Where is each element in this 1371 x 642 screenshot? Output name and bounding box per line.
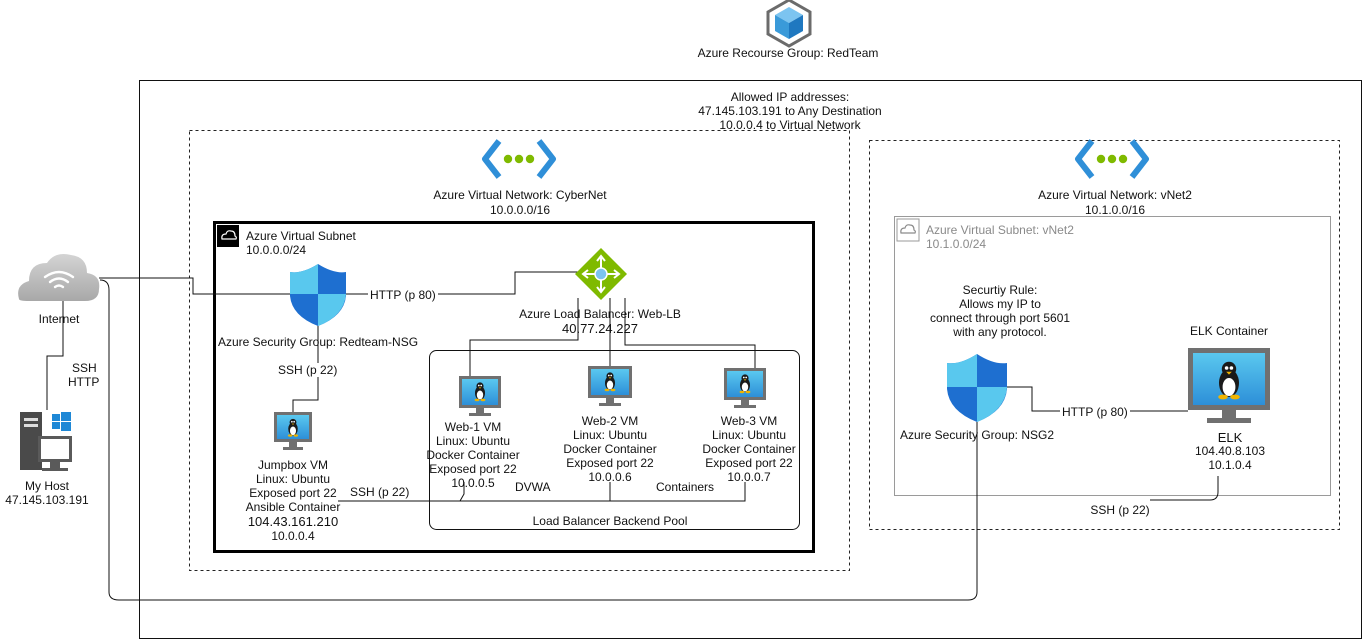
cloud-wifi-icon	[18, 254, 100, 301]
subnet-vnet2-name: Azure Virtual Subnet: vNet2	[926, 223, 1074, 237]
shield-redteam-nsg-icon	[290, 264, 346, 326]
my-host-label: My Host	[24, 479, 69, 493]
edge-http-lb: HTTP (p 80)	[368, 288, 438, 302]
pc-windows-icon	[20, 412, 72, 471]
security-rule-line: with any protocol.	[953, 325, 1047, 339]
subnet-cybernet-boundary	[213, 221, 815, 553]
web1-line: Linux: Ubuntu	[435, 434, 511, 448]
web3-line: Web-3 VM	[720, 414, 778, 428]
jumpbox-line: Ansible Container	[245, 500, 341, 514]
vnet-cybernet-icon	[482, 139, 556, 179]
web1-line: 10.0.0.5	[451, 476, 495, 490]
backend-pool-label: Load Balancer Backend Pool	[532, 514, 688, 528]
backend-pool-boundary	[429, 350, 800, 530]
edge-ssh-jumpbox-web: SSH (p 22)	[348, 485, 412, 499]
subnet-cybernet-name: Azure Virtual Subnet	[246, 229, 356, 243]
web2-line: 10.0.0.6	[588, 470, 632, 484]
vnet-vnet2-icon	[1075, 139, 1149, 179]
subnet-vnet2-cidr: 10.1.0.0/24	[926, 237, 987, 251]
vm-web3-icon	[724, 368, 766, 408]
vnet-cybernet-cidr: 10.0.0.0/16	[489, 203, 551, 217]
subnet-cybernet-icon	[217, 225, 239, 247]
subnet-cybernet-cidr: 10.0.0.0/24	[246, 243, 307, 257]
jumpbox-line: Exposed port 22	[249, 486, 337, 500]
vnet-vnet2-name: Azure Virtual Network: vNet2	[1038, 188, 1192, 202]
resource-group-label: Azure Recourse Group: RedTeam	[697, 46, 879, 60]
elk-name: ELK	[1217, 430, 1243, 445]
my-host-ip: 47.145.103.191	[5, 493, 89, 507]
nsg1-label: Azure Security Group: Redteam-NSG	[217, 335, 419, 349]
jumpbox-line: Jumpbox VM	[257, 458, 329, 472]
jumpbox-line: Linux: Ubuntu	[255, 472, 331, 486]
internet-label: Internet	[38, 312, 80, 326]
vm-web2-icon	[588, 366, 632, 406]
elk-public-ip: 104.40.8.103	[1194, 444, 1266, 458]
vm-web1-icon	[459, 376, 501, 416]
host-edge-http: HTTP	[68, 375, 100, 389]
elk-private-ip: 10.1.0.4	[1208, 458, 1252, 472]
vnet-cybernet-boundary	[189, 130, 850, 571]
web3-line: 10.0.0.7	[727, 470, 771, 484]
edge-ssh-nsg-jumpbox: SSH (p 22)	[276, 363, 340, 377]
security-rule-line: connect through port 5601	[929, 311, 1071, 325]
allowed-ips-line2: 47.145.103.191 to Any Destination	[698, 104, 882, 118]
host-edge-ssh: SSH	[72, 361, 97, 375]
allowed-ips-line3: 10.0.0.4 to Virtual Network	[719, 118, 861, 132]
web1-line: Docker Container	[426, 448, 520, 462]
security-rule-line: Allows my IP to	[959, 297, 1041, 311]
web3-line: Linux: Ubuntu	[711, 428, 787, 442]
security-rule-line: Securtiy Rule:	[962, 283, 1038, 297]
vnet-vnet2-boundary	[869, 140, 1340, 530]
edge-ssh-elk: SSH (p 22)	[1090, 503, 1150, 517]
nsg2-label: Azure Security Group: NSG2	[899, 428, 1055, 442]
vnet-cybernet-name: Azure Virtual Network: CyberNet	[433, 188, 607, 202]
web1-line: Exposed port 22	[429, 462, 517, 476]
jumpbox-line: 104.43.161.210	[247, 514, 339, 529]
vnet-vnet2-cidr: 10.1.0.0/16	[1084, 203, 1146, 217]
resource-group-boundary	[139, 80, 1362, 639]
web1-line: Web-1 VM	[444, 420, 502, 434]
jumpbox-line: 10.0.0.4	[271, 529, 315, 543]
subnet-vnet2-icon	[896, 218, 920, 242]
web2-line: Linux: Ubuntu	[572, 428, 648, 442]
allowed-ips-line1: Allowed IP addresses:	[730, 90, 850, 104]
shield-nsg2-icon	[947, 354, 1007, 422]
load-balancer-ip: 40.77.24.227	[562, 321, 638, 336]
elk-container-title: ELK Container	[1189, 324, 1269, 338]
vm-elk-icon	[1188, 348, 1270, 423]
edge-http-nsg2-elk: HTTP (p 80)	[1060, 405, 1130, 419]
vm-jumpbox-icon	[274, 412, 312, 450]
dvwa-label: DVWA	[513, 480, 553, 494]
cube-icon	[766, 0, 812, 48]
subnet-vnet2-boundary	[894, 216, 1331, 496]
web3-line: Docker Container	[702, 442, 796, 456]
load-balancer-name: Azure Load Balancer: Web-LB	[519, 307, 681, 321]
containers-label: Containers	[654, 480, 717, 494]
web2-line: Exposed port 22	[566, 456, 654, 470]
web2-line: Docker Container	[563, 442, 657, 456]
load-balancer-icon	[575, 248, 627, 300]
web3-line: Exposed port 22	[705, 456, 793, 470]
connectors	[46, 271, 1219, 601]
web2-line: Web-2 VM	[581, 414, 639, 428]
